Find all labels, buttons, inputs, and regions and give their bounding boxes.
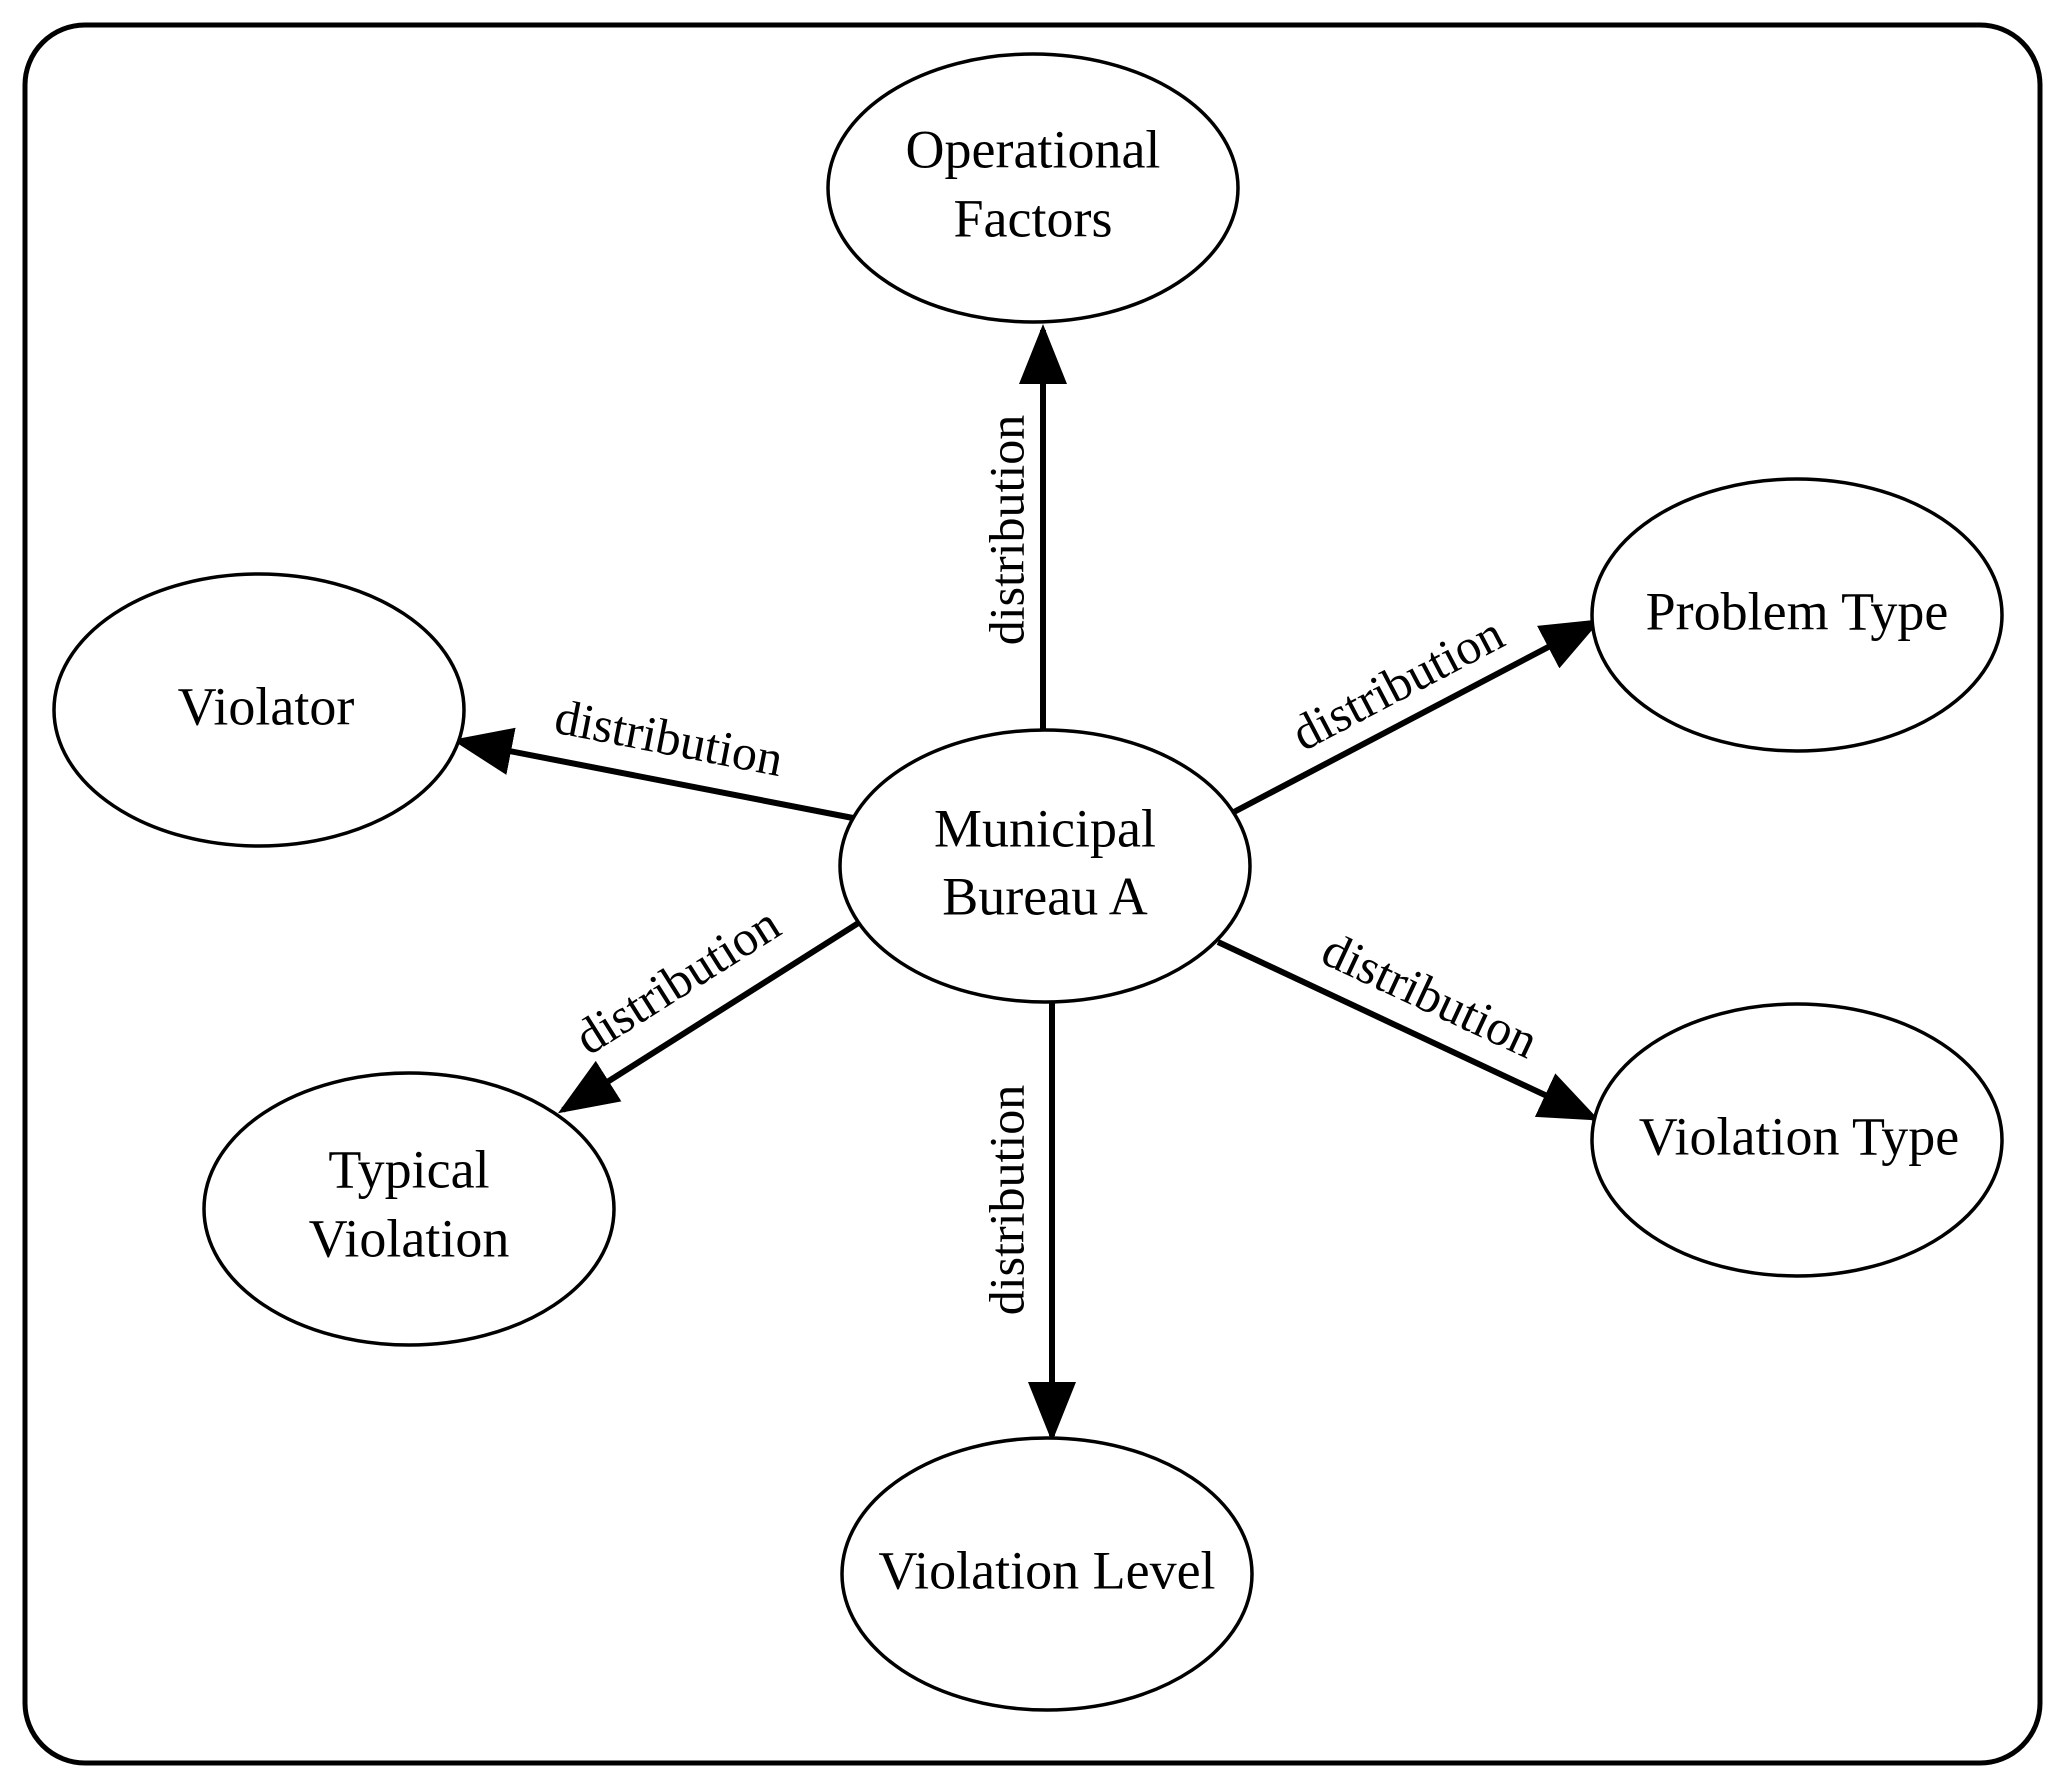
node-ellipse-violation-level: [840, 1436, 1254, 1712]
node-typical-violation: Typical Violation: [202, 1071, 616, 1347]
node-label-operational-factors-line2: Factors: [954, 188, 1113, 248]
node-label-problem-type: Problem Type: [1646, 581, 1949, 641]
node-label-violation-level: Violation Level: [878, 1540, 1215, 1600]
edge-arrow-violation-type: [1216, 939, 1600, 1121]
node-label-typical-violation-line2: Violation: [309, 1208, 510, 1268]
edge-violation-level: distribution: [978, 1002, 1076, 1442]
node-ellipse-violator: [52, 572, 466, 848]
node-ellipse-operational-factors: [826, 52, 1240, 324]
node-label-center-line1: Municipal: [934, 798, 1156, 858]
node-ellipse-typical-violation: [202, 1071, 616, 1347]
node-violation-type: Violation Type: [1590, 1002, 2004, 1278]
edge-label-violation-level: distribution: [978, 1085, 1034, 1316]
node-label-operational-factors-line1: Operational: [906, 119, 1161, 179]
node-municipal-bureau-a: Municipal Bureau A: [838, 728, 1252, 1004]
node-ellipse-problem-type: [1590, 477, 2004, 753]
node-problem-type: Problem Type: [1590, 477, 2004, 753]
edge-arrow-problem-type: [1230, 619, 1602, 816]
node-operational-factors: Operational Factors: [826, 52, 1240, 324]
node-label-violation-type: Violation Type: [1639, 1106, 1959, 1166]
node-label-violator: Violator: [178, 676, 355, 736]
node-violation-level: Violation Level: [840, 1436, 1254, 1712]
edge-arrow-violator: [452, 727, 854, 821]
node-ellipse-violation-type: [1590, 1002, 2004, 1278]
edge-arrow-typical-violation: [557, 919, 862, 1114]
edge-operational-factors: distribution: [978, 324, 1067, 730]
edge-label-operational-factors: distribution: [978, 415, 1034, 646]
node-violator: Violator: [52, 572, 466, 848]
node-ellipse-center: [838, 728, 1252, 1004]
node-label-typical-violation-line1: Typical: [328, 1139, 489, 1199]
node-label-center-line2: Bureau A: [942, 866, 1147, 926]
